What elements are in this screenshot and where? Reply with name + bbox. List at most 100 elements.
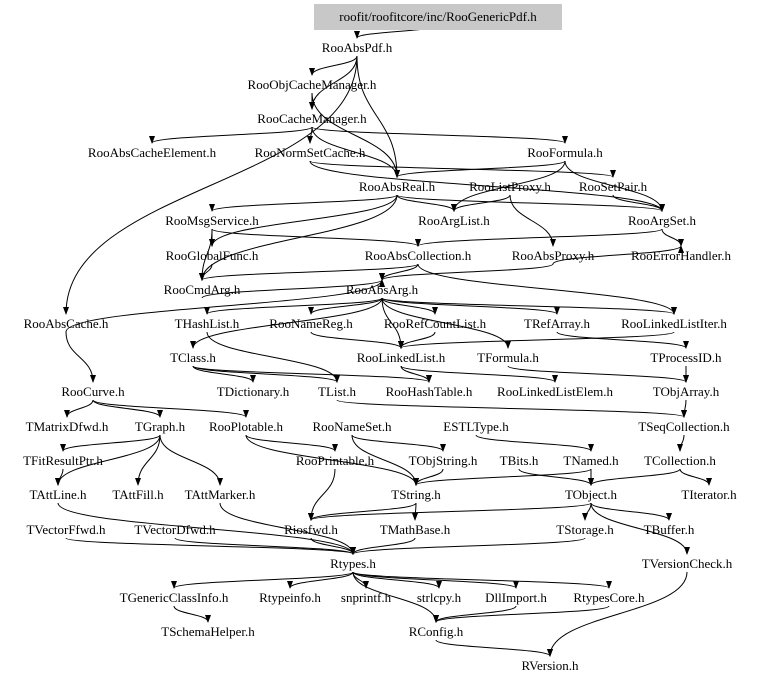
- node-rversion[interactable]: RVersion.h: [521, 658, 579, 673]
- node-tdictionary[interactable]: TDictionary.h: [217, 384, 290, 399]
- node-rooabscacheelement[interactable]: RooAbsCacheElement.h: [88, 145, 217, 160]
- node-roocmdarg[interactable]: RooCmdArg.h: [164, 282, 241, 297]
- node-roonormsetcache[interactable]: RooNormSetCache.h: [255, 145, 366, 160]
- node-rooabscache[interactable]: RooAbsCache.h: [24, 316, 109, 331]
- dependency-edge: [174, 537, 356, 555]
- node-tvectorffwd[interactable]: TVectorFfwd.h: [26, 522, 106, 537]
- node-tbuffer[interactable]: TBuffer.h: [644, 522, 695, 537]
- dependency-edge: [311, 126, 400, 178]
- node-tnamed[interactable]: TNamed.h: [563, 453, 619, 468]
- node-roocachemanager[interactable]: RooCacheManager.h: [257, 111, 367, 126]
- dependency-edge: [679, 468, 712, 486]
- dependency-edge: [612, 194, 665, 212]
- node-rooargset[interactable]: RooArgSet.h: [628, 213, 697, 228]
- node-tvectordfwd[interactable]: TVectorDfwd.h: [134, 522, 216, 537]
- dependency-edge: [352, 571, 612, 589]
- dependency-edge: [413, 468, 444, 486]
- node-roomsgservice[interactable]: RooMsgService.h: [165, 213, 259, 228]
- node-rooobjcachemanager[interactable]: RooObjCacheManager.h: [248, 77, 377, 92]
- node-rtypeinfo[interactable]: Rtypeinfo.h: [259, 590, 321, 605]
- node-roohashtable[interactable]: RooHashTable.h: [386, 384, 473, 399]
- node-rooabsarg[interactable]: RooAbsArg.h: [346, 282, 419, 297]
- node-roocurve[interactable]: RooCurve.h: [61, 384, 125, 399]
- node-rooerrorhandler[interactable]: RooErrorHandler.h: [631, 248, 732, 263]
- node-tlist[interactable]: TList.h: [318, 384, 356, 399]
- node-tmatrixdfwd[interactable]: TMatrixDfwd.h: [26, 419, 109, 434]
- node-estltype[interactable]: ESTLType.h: [443, 419, 509, 434]
- dependency-edge: [204, 297, 383, 315]
- node-rtypes[interactable]: Rtypes.h: [330, 556, 376, 571]
- node-tversioncheck[interactable]: TVersionCheck.h: [642, 556, 733, 571]
- dependency-edge: [352, 571, 519, 589]
- node-roosetpair[interactable]: RooSetPair.h: [579, 179, 648, 194]
- root-node-box: [314, 4, 562, 30]
- node-tmathbase[interactable]: TMathBase.h: [380, 522, 451, 537]
- node-roolinkedlist[interactable]: RooLinkedList.h: [357, 350, 446, 365]
- dependency-edge: [396, 194, 665, 212]
- node-roolinkedlistiter[interactable]: RooLinkedListIter.h: [621, 316, 727, 331]
- node-roolistproxy[interactable]: RooListProxy.h: [469, 179, 551, 194]
- node-roorefcountlist[interactable]: RooRefCountList.h: [384, 316, 487, 331]
- dependency-edge: [199, 263, 419, 281]
- node-rooplotable[interactable]: RooPlotable.h: [209, 419, 284, 434]
- node-rooabscollection[interactable]: RooAbsCollection.h: [365, 248, 472, 263]
- node-thashlist[interactable]: THashList.h: [175, 316, 240, 331]
- node-tattfill[interactable]: TAttFill.h: [112, 487, 164, 502]
- root-node[interactable]: roofit/roofitcore/inc/RooGenericPdf.h: [339, 9, 537, 24]
- dependency-edge: [209, 194, 398, 212]
- node-tattline[interactable]: TAttLine.h: [29, 487, 87, 502]
- node-snprintf[interactable]: snprintf.h: [341, 590, 392, 605]
- dependency-edge: [381, 297, 560, 315]
- dependency-edge: [171, 571, 354, 589]
- node-tgenericclassinfo[interactable]: TGenericClassInfo.h: [120, 590, 229, 605]
- node-tattmarker[interactable]: TAttMarker.h: [185, 487, 256, 502]
- dependency-edge: [451, 194, 511, 212]
- node-tgraph[interactable]: TGraph.h: [135, 419, 186, 434]
- node-rtypescore[interactable]: RtypesCore.h: [573, 590, 645, 605]
- dependency-edge: [211, 228, 421, 247]
- dependency-edge: [400, 365, 558, 383]
- node-riosfwd[interactable]: Riosfwd.h: [284, 522, 338, 537]
- node-tstring[interactable]: TString.h: [391, 487, 441, 502]
- node-rooglobalfunc[interactable]: RooGlobalFunc.h: [166, 248, 259, 263]
- node-rooformula[interactable]: RooFormula.h: [527, 145, 603, 160]
- dependency-edge: [309, 160, 616, 178]
- node-tschemahelper[interactable]: TSchemaHelper.h: [161, 624, 255, 639]
- node-tbits[interactable]: TBits.h: [500, 453, 539, 468]
- node-rconfig[interactable]: RConfig.h: [409, 624, 464, 639]
- node-tprocessid[interactable]: TProcessID.h: [650, 350, 722, 365]
- node-rooabsproxy[interactable]: RooAbsProxy.h: [512, 248, 595, 263]
- node-roonameset[interactable]: RooNameSet.h: [312, 419, 392, 434]
- node-tobjarray[interactable]: TObjArray.h: [653, 384, 720, 399]
- dependency-edge: [201, 279, 385, 299]
- node-roolinkedlistelem[interactable]: RooLinkedListElem.h: [497, 384, 613, 399]
- node-tformula[interactable]: TFormula.h: [477, 350, 539, 365]
- dependency-edge: [310, 331, 404, 349]
- dependency-edge: [350, 537, 586, 555]
- node-tclass[interactable]: TClass.h: [170, 350, 216, 365]
- node-tobject[interactable]: TObject.h: [565, 487, 618, 502]
- node-rooprintable[interactable]: RooPrintable.h: [296, 453, 375, 468]
- node-tfitresultptr[interactable]: TFitResultPtr.h: [23, 453, 103, 468]
- dependency-edge: [398, 331, 436, 349]
- node-strlcpy[interactable]: strlcpy.h: [417, 590, 462, 605]
- node-tcollection[interactable]: TCollection.h: [644, 453, 716, 468]
- node-trefarray[interactable]: TRefArray.h: [524, 316, 590, 331]
- dependency-edge: [552, 245, 684, 265]
- node-rooabspdf[interactable]: RooAbsPdf.h: [322, 40, 393, 55]
- node-roonamereg[interactable]: RooNameReg.h: [269, 316, 353, 331]
- node-tstorage[interactable]: TStorage.h: [556, 522, 614, 537]
- node-tseqcollection[interactable]: TSeqCollection.h: [638, 419, 730, 434]
- dependency-edge: [65, 331, 96, 383]
- node-tobjstring[interactable]: TObjString.h: [409, 453, 478, 468]
- node-dllimport[interactable]: DllImport.h: [485, 590, 547, 605]
- dependency-edge: [308, 502, 417, 521]
- node-rooarglist[interactable]: RooArgList.h: [418, 213, 490, 228]
- dependency-edge: [507, 365, 689, 383]
- dependency-edge: [590, 502, 690, 555]
- dependency-edge: [661, 228, 684, 247]
- node-rooabsreal[interactable]: RooAbsReal.h: [359, 179, 436, 194]
- dependency-edges: [55, 24, 712, 657]
- node-titerator[interactable]: TIterator.h: [681, 487, 737, 502]
